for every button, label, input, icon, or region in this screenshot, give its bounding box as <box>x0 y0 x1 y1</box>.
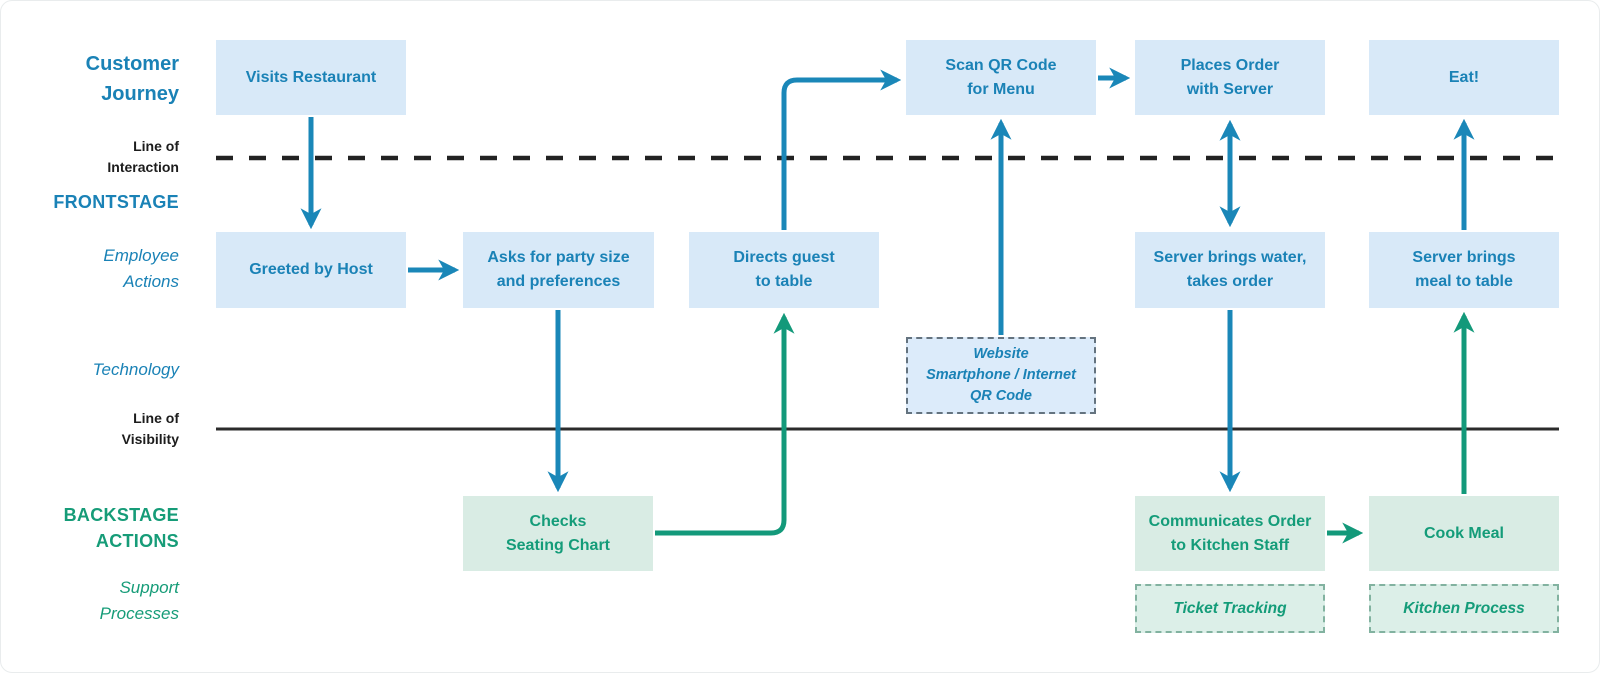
node-eat: Eat! <box>1369 40 1559 115</box>
node-cook-meal: Cook Meal <box>1369 496 1559 571</box>
node-directs-guest: Directs guest to table <box>689 232 879 308</box>
arrow-seating-to-directs <box>655 312 795 536</box>
node-kitchen-process: Kitchen Process <box>1369 584 1559 633</box>
lane-label-technology: Technology <box>92 360 179 379</box>
node-visits-restaurant: Visits Restaurant <box>216 40 406 115</box>
node-communicates-order: Communicates Order to Kitchen Staff <box>1135 496 1325 571</box>
arrow-directs-to-scanqr <box>781 69 902 230</box>
node-technology-stack: Website Smartphone / Internet QR Code <box>906 337 1096 414</box>
lane-label-line-of-interaction: Line of Interaction <box>107 138 179 175</box>
lane-label-frontstage: FRONTSTAGE <box>53 192 179 212</box>
node-scan-qr-code: Scan QR Code for Menu <box>906 40 1096 115</box>
node-asks-party-size: Asks for party size and preferences <box>463 232 654 308</box>
lane-label-customer-journey: Customer Journey <box>85 53 179 105</box>
lane-label-line-of-visibility: Line of Visibility <box>121 410 179 447</box>
node-server-brings-water: Server brings water, takes order <box>1135 232 1325 308</box>
node-server-brings-meal: Server brings meal to table <box>1369 232 1559 308</box>
node-ticket-tracking: Ticket Tracking <box>1135 584 1325 633</box>
node-greeted-by-host: Greeted by Host <box>216 232 406 308</box>
lane-label-support-processes: Support Processes <box>99 578 179 624</box>
node-places-order: Places Order with Server <box>1135 40 1325 115</box>
node-checks-seating-chart: Checks Seating Chart <box>463 496 653 571</box>
lane-label-employee-actions: Employee Actions <box>103 246 179 291</box>
lane-label-backstage-actions: BACKSTAGE ACTIONS <box>63 505 179 552</box>
